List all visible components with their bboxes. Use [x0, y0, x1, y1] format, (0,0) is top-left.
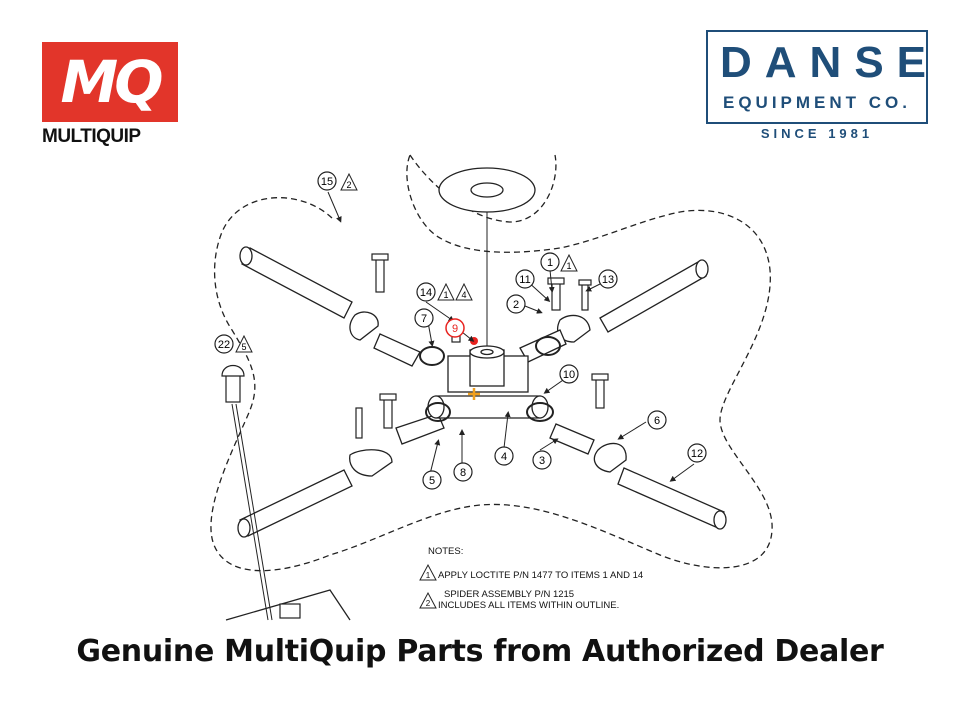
callout-9: 9	[445, 318, 465, 338]
callout-22-note: 5	[235, 334, 253, 353]
callout-14-note-b: 4	[455, 282, 473, 301]
washer-part	[438, 167, 536, 213]
footer-caption: Genuine MultiQuip Parts from Authorized …	[76, 634, 884, 669]
svg-text:15: 15	[321, 176, 333, 188]
callout-1-note: 1	[560, 253, 578, 272]
svg-text:1: 1	[566, 261, 571, 271]
callout-13: 13	[598, 269, 618, 289]
svg-text:11: 11	[519, 274, 530, 286]
callout-10: 10	[559, 364, 579, 384]
o-ring-part	[425, 402, 451, 422]
o-ring-part	[535, 336, 561, 356]
danse-logo-since: SINCE 1981	[760, 126, 874, 141]
multiquip-logo-name: MULTIQUIP	[42, 126, 141, 147]
svg-text:2: 2	[346, 180, 351, 190]
assembly-outline-top	[409, 154, 557, 223]
svg-text:4: 4	[461, 290, 466, 300]
svg-text:9: 9	[452, 323, 458, 335]
callout-15-note: 2	[340, 172, 358, 191]
callout-1: 1	[540, 252, 560, 272]
callout-22: 22	[214, 334, 234, 354]
highlight-dot-icon	[470, 337, 478, 345]
svg-text:5: 5	[241, 342, 246, 352]
callout-8: 8	[453, 462, 473, 482]
bracket-part	[279, 603, 301, 619]
arm-upper-left	[239, 246, 421, 367]
arm-lower-right	[549, 423, 727, 530]
callout-4: 4	[494, 446, 514, 466]
note1-text: APPLY LOCTITE P/N 1477 TO ITEMS 1 AND 14	[438, 570, 643, 581]
svg-text:8: 8	[460, 467, 466, 479]
bolt-part	[591, 373, 609, 409]
bolt-part	[547, 277, 565, 311]
svg-text:5: 5	[429, 475, 435, 487]
svg-text:1: 1	[443, 290, 448, 300]
bolt-part	[578, 279, 592, 311]
svg-text:1: 1	[426, 571, 431, 580]
note2-triangle-icon	[419, 591, 437, 609]
o-ring-part	[419, 346, 445, 366]
multiquip-logo-letters: MQ	[60, 48, 163, 116]
notes-heading: NOTES:	[428, 546, 463, 557]
danse-logo-title: DANSE	[720, 38, 940, 87]
bolt-part	[379, 393, 397, 429]
danse-logo-subtitle: EQUIPMENT CO.	[722, 93, 911, 112]
o-ring-part	[526, 402, 554, 422]
callout-3: 3	[532, 450, 552, 470]
callout-6: 6	[647, 410, 667, 430]
notes-block: NOTES: 1 APPLY LOCTITE P/N 1477 TO ITEMS…	[419, 546, 643, 611]
assembly-outline	[210, 154, 773, 572]
svg-text:7: 7	[421, 313, 427, 325]
frame-corner	[225, 589, 351, 621]
callout-7: 7	[414, 308, 434, 328]
svg-text:2: 2	[426, 599, 431, 608]
svg-text:12: 12	[691, 448, 703, 460]
svg-text:6: 6	[654, 415, 660, 427]
multiquip-logo: MQ MULTIQUIP	[42, 42, 182, 152]
svg-text:1: 1	[547, 257, 553, 269]
callout-14-note-a: 1	[437, 282, 455, 301]
spider-assembly-diagram: 15 2 1 1 11 13 14 1 4 2 7 9 22 5 10 6 12…	[210, 154, 773, 621]
note1-triangle-icon	[419, 563, 437, 581]
svg-text:14: 14	[420, 287, 432, 299]
svg-text:3: 3	[539, 455, 545, 467]
multiquip-logo-mark: MQ	[42, 42, 178, 122]
callout-14: 14	[416, 282, 436, 302]
note2-text-line1: SPIDER ASSEMBLY P/N 1215	[444, 589, 574, 600]
arm-lower-left	[237, 413, 445, 538]
svg-text:2: 2	[513, 299, 519, 311]
danse-logo: DANSE EQUIPMENT CO.	[706, 30, 928, 124]
callout-2: 2	[506, 294, 526, 314]
svg-text:10: 10	[563, 369, 575, 381]
callout-5: 5	[422, 470, 442, 490]
note2-text-line2: INCLUDES ALL ITEMS WITHIN OUTLINE.	[438, 600, 619, 611]
bolt-part	[355, 407, 363, 439]
svg-text:22: 22	[218, 339, 230, 351]
callout-15: 15	[317, 171, 337, 191]
svg-text:13: 13	[602, 274, 614, 286]
callout-12: 12	[687, 443, 707, 463]
svg-text:4: 4	[501, 451, 507, 463]
callout-11: 11	[515, 269, 535, 289]
center-marker-icon	[468, 388, 480, 400]
center-hub	[427, 345, 549, 419]
bolt-part	[371, 253, 389, 293]
long-bolt-part	[221, 364, 245, 403]
